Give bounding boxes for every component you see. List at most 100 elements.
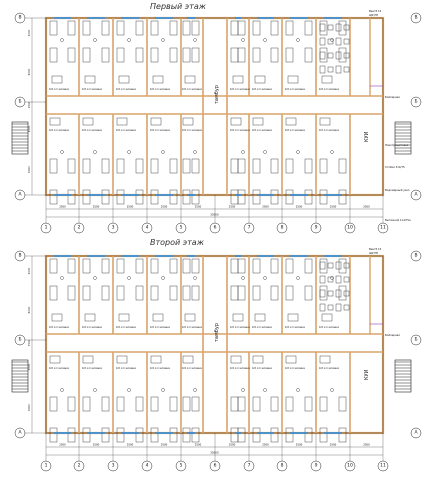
axis-label: 2 — [78, 463, 81, 469]
axis-bubble — [14, 427, 26, 439]
wardrobe — [182, 117, 194, 126]
axis-label: 7 — [248, 463, 251, 469]
bed — [182, 20, 191, 36]
bed — [67, 396, 76, 412]
wardrobe — [232, 313, 244, 322]
chair — [263, 388, 267, 392]
chair — [241, 150, 245, 154]
floor-1-title: Первый этаж — [150, 2, 206, 11]
wardrobe — [116, 355, 128, 364]
axis-bubble — [73, 222, 85, 234]
axis-bubble — [410, 334, 422, 346]
bed — [191, 258, 200, 274]
wardrobe — [49, 355, 61, 364]
bed — [319, 258, 328, 274]
room-label: 4х5 м 4 человека — [116, 367, 137, 370]
room-label: 4х5 м 4 человека — [82, 367, 103, 370]
chair — [161, 150, 165, 154]
bed — [230, 20, 239, 36]
dimension-text: 2500 — [363, 205, 370, 209]
bed — [230, 258, 239, 274]
room-label: 4х5 м 4 человека — [230, 129, 251, 132]
axis-label: 9 — [315, 225, 318, 231]
axis-bubble — [377, 460, 389, 472]
axis-label: 6 — [214, 463, 217, 469]
bed — [101, 258, 110, 274]
bed — [237, 47, 246, 63]
axis-bubble — [14, 12, 26, 24]
room-label: 4х5 м 4 человека — [285, 367, 306, 370]
room-label: 4х5 м 4 человека — [82, 88, 103, 91]
bed — [319, 20, 328, 36]
room-label: 4х5 м 4 человека — [49, 326, 70, 329]
wardrobe — [51, 313, 63, 322]
room-label: 4х5 м 4 человека — [182, 88, 203, 91]
floor-2-title: Второй этаж — [150, 238, 204, 247]
axis-bubble — [243, 460, 255, 472]
room-label: 4х5 м 4 человека — [150, 129, 171, 132]
dimension-text: 3000 — [27, 363, 31, 370]
axis-label: 11 — [380, 463, 386, 469]
bed — [116, 285, 125, 301]
chair — [60, 388, 64, 392]
sink-fixture — [327, 290, 334, 297]
stair — [11, 359, 29, 393]
room-label: 4х5 м 4 человека — [150, 88, 171, 91]
axis-label: 7 — [248, 225, 251, 231]
chair — [60, 150, 64, 154]
room-label: 4х5 м 4 человека — [82, 326, 103, 329]
bed — [338, 258, 347, 274]
wardrobe — [319, 355, 331, 364]
bed — [191, 427, 200, 443]
axis-label: 2 — [78, 225, 81, 231]
axis-bubble — [276, 460, 288, 472]
sink-fixture — [327, 38, 334, 45]
bed — [237, 158, 246, 174]
room-label: 4х5 м 4 человека — [49, 129, 70, 132]
chair — [330, 276, 334, 280]
dimension-text: 6000 — [27, 404, 31, 411]
dimension-text: 2500 — [93, 443, 100, 447]
bed — [101, 20, 110, 36]
bed — [285, 285, 294, 301]
axis-bubble — [344, 222, 356, 234]
bed — [270, 396, 279, 412]
chair — [296, 150, 300, 154]
bed — [270, 258, 279, 274]
dimension-text: 2500 — [262, 443, 269, 447]
axis-label: Б — [18, 99, 21, 105]
wardrobe — [287, 75, 299, 84]
bed — [338, 47, 347, 63]
axis-label: В — [18, 15, 21, 21]
bed — [67, 427, 76, 443]
axis-bubble — [243, 222, 255, 234]
bed — [150, 20, 159, 36]
toilet-fixture — [335, 51, 342, 60]
bed — [270, 47, 279, 63]
chair — [127, 38, 131, 42]
bed — [182, 285, 191, 301]
bed — [49, 189, 58, 205]
annotation-note: Стойки 3х4/75 — [385, 165, 405, 169]
wardrobe — [252, 355, 264, 364]
chair — [241, 276, 245, 280]
bed — [150, 396, 159, 412]
chair — [127, 276, 131, 280]
room-label: 4х5 м 4 человека — [116, 326, 137, 329]
bed — [319, 396, 328, 412]
room-label: 4х5 м 4 человека — [182, 367, 203, 370]
dimension-text: 2500 — [363, 443, 370, 447]
wardrobe — [321, 313, 333, 322]
axis-bubble — [410, 189, 422, 201]
wardrobe — [82, 355, 94, 364]
chair — [193, 276, 197, 280]
bed — [82, 396, 91, 412]
axis-bubble — [276, 222, 288, 234]
axis-label: А — [414, 192, 418, 198]
bed — [82, 158, 91, 174]
axis-bubble — [14, 334, 26, 346]
bed — [270, 427, 279, 443]
bed — [285, 396, 294, 412]
bed — [150, 158, 159, 174]
